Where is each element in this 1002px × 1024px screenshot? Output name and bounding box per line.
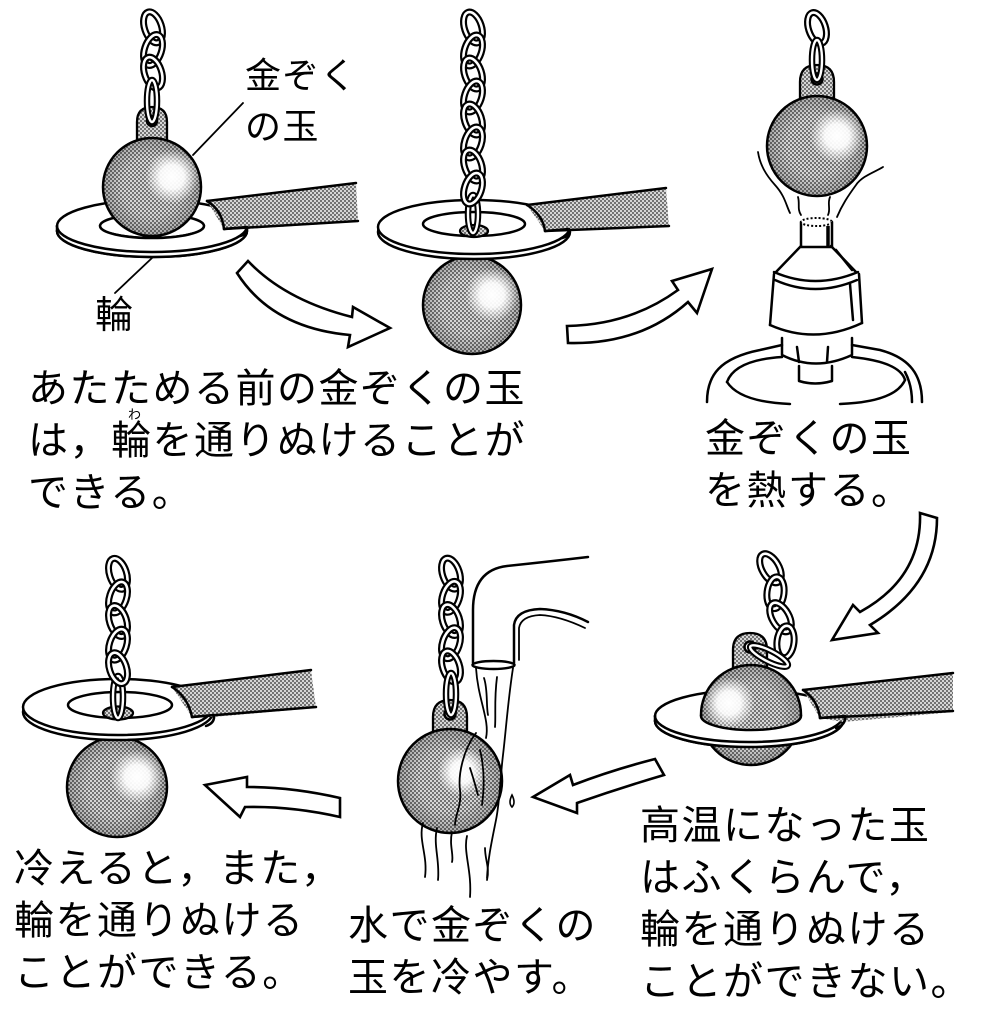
alcohol-lamp xyxy=(705,217,924,406)
chain-link xyxy=(464,191,482,237)
chain xyxy=(438,554,464,686)
panel-expanded xyxy=(653,550,955,767)
chain-link xyxy=(442,669,460,719)
caption-expanded: 高温になった玉 はふくらんで， 輪を通りぬける ことができない。 xyxy=(640,800,972,1008)
caption-after-cooling: 冷えると，また， 輪を通りぬける ことができる。 xyxy=(14,843,342,999)
caption-line: はふくらんで， xyxy=(640,855,927,901)
caption-cooling: 水で金ぞくの 玉を冷やす。 xyxy=(348,900,597,1004)
ring-front-rim xyxy=(55,224,249,259)
caption-line: 輪を通りぬける xyxy=(640,907,931,953)
handle-rod xyxy=(205,181,360,238)
water-faucet xyxy=(471,555,590,671)
ball-leader-line xyxy=(192,102,244,156)
panel-ball-passes xyxy=(376,8,671,356)
chain-link xyxy=(440,580,462,614)
ball-label-line: 金ぞく xyxy=(245,56,358,97)
chain-link xyxy=(768,601,793,634)
chain-link xyxy=(440,626,462,660)
metal-ball xyxy=(765,94,869,198)
heat-lines xyxy=(757,151,884,218)
chain-link xyxy=(462,10,484,45)
caption-line: ことができない。 xyxy=(640,959,972,1005)
caption-line: 水で金ぞくの xyxy=(348,903,597,949)
flow-arrow-5 xyxy=(202,775,342,820)
panel-after-cooling xyxy=(21,554,318,839)
panel-before-heating xyxy=(55,8,360,294)
metal-ball xyxy=(101,136,203,238)
chain-link xyxy=(462,33,484,68)
handle-rod xyxy=(801,671,955,730)
metal-ball xyxy=(396,727,504,835)
caption-line: 高温になった玉 xyxy=(640,803,931,849)
flow-arrow-3 xyxy=(829,511,939,642)
ring-ruby: わ xyxy=(128,408,142,423)
chain-link xyxy=(143,76,161,126)
caption-line: 冷えると，また， xyxy=(14,846,343,892)
ring-leader-line xyxy=(114,257,153,294)
ring-front-rim xyxy=(653,714,845,749)
chain xyxy=(756,550,798,662)
chain-link xyxy=(107,627,129,662)
chain-link xyxy=(462,125,484,160)
caption-line: を熱する。 xyxy=(705,468,913,514)
handle-rod xyxy=(170,668,318,728)
caption-line: ことができる。 xyxy=(14,950,304,996)
water-stream xyxy=(420,667,515,898)
chain xyxy=(105,554,131,688)
caption-line: 輪を通りぬける xyxy=(14,898,305,944)
ball-label-line: の玉 xyxy=(245,107,321,148)
chain-link xyxy=(440,556,462,591)
metal-ball xyxy=(421,254,523,356)
panel-cooling xyxy=(396,554,590,898)
chain-link xyxy=(142,10,164,45)
chain-link xyxy=(107,580,129,615)
ring-label: 輪 xyxy=(95,293,135,337)
caption-heating: 金ぞくの玉 を熱する。 xyxy=(705,413,913,517)
chain-link xyxy=(107,604,129,638)
ball-label: 金ぞく の玉 xyxy=(245,51,358,153)
chain-link xyxy=(462,79,484,114)
flow-arrow-4 xyxy=(529,757,666,815)
caption-line: 金ぞくの玉 xyxy=(705,416,913,462)
metal-ball xyxy=(65,735,169,839)
panel-heating xyxy=(705,9,924,406)
chain-link xyxy=(107,557,129,591)
chain-link xyxy=(107,651,129,685)
handle-rod xyxy=(525,186,671,240)
chain-link xyxy=(109,672,127,722)
flow-arrow-2 xyxy=(565,267,715,345)
chain-link xyxy=(746,642,792,670)
chain-link xyxy=(142,33,164,67)
metal-ball xyxy=(699,663,803,767)
chain-link xyxy=(462,102,484,137)
water-drop xyxy=(509,793,515,809)
chain xyxy=(460,8,486,208)
flow-arrow-1 xyxy=(235,259,393,350)
chain-link xyxy=(765,575,786,610)
chain-link xyxy=(462,171,484,206)
caption-line: 玉を冷やす。 xyxy=(348,955,593,1001)
caption-before-heating: あたためる前の金ぞくの玉 は，輪を通りぬけることが できる。 xyxy=(28,363,526,519)
chain-link xyxy=(440,603,462,637)
chain-link xyxy=(808,36,826,84)
chain-link xyxy=(462,56,484,91)
caption-line: できる。 xyxy=(28,470,194,516)
caption-line: あたためる前の金ぞくの玉 xyxy=(28,366,526,412)
chain-link xyxy=(462,148,484,183)
chain-link xyxy=(758,552,783,585)
caption-line: は，輪を通りぬけることが xyxy=(28,418,526,464)
